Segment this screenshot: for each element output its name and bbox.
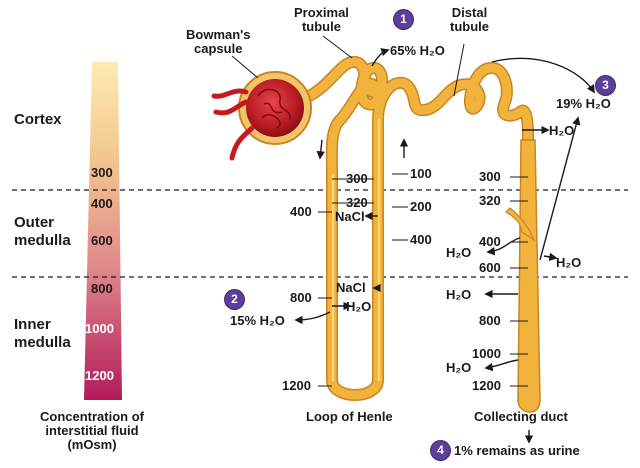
scale-600: 600 bbox=[91, 233, 113, 248]
bowmans-capsule-graphic bbox=[238, 71, 312, 145]
loop-h2o-lower: H₂O bbox=[346, 299, 372, 314]
scale-1200: 1200 bbox=[85, 368, 114, 383]
duct-300: 300 bbox=[479, 169, 501, 184]
loop-asc-400: 400 bbox=[410, 232, 432, 247]
nephron-tubule bbox=[294, 56, 534, 406]
scale-300: 300 bbox=[91, 165, 113, 180]
step1-arrow bbox=[371, 48, 390, 67]
distal-label-pointer bbox=[453, 43, 465, 97]
step2-arrow bbox=[294, 311, 331, 325]
proximal-label-pointer bbox=[322, 35, 353, 59]
loop-inner-300: 300 bbox=[346, 171, 368, 186]
step1-text: 65% H₂O bbox=[390, 43, 445, 58]
label-distal-tubule: Distal tubule bbox=[450, 5, 489, 34]
label-bowmans-capsule: Bowman's capsule bbox=[186, 27, 251, 56]
step3-vertical-arrow bbox=[539, 116, 581, 261]
interstitial-gradient-bar bbox=[84, 62, 122, 400]
duct-h2o-arrow-5 bbox=[543, 252, 558, 262]
duct-h2o-deep: H₂O bbox=[446, 360, 472, 375]
duct-h2o-right: H₂O bbox=[556, 255, 582, 270]
loop-nacl-upper: NaCl bbox=[335, 209, 365, 224]
descending-flow-arrow bbox=[316, 139, 325, 160]
loop-inner-320: 320 bbox=[346, 195, 368, 210]
duct-1000: 1000 bbox=[472, 346, 501, 361]
duct-h2o-arrow-2 bbox=[486, 237, 521, 256]
duct-600: 600 bbox=[479, 260, 501, 275]
zone-label-inner-medulla: Inner medulla bbox=[14, 316, 71, 351]
afferent-efferent-arterioles bbox=[211, 88, 255, 161]
scale-1000: 1000 bbox=[85, 321, 114, 336]
value-ticks bbox=[318, 173, 528, 387]
step-badge-1: 1 bbox=[394, 10, 413, 29]
footer-interstitial: Concentration of interstitial fluid (mOs… bbox=[40, 409, 144, 452]
scale-800: 800 bbox=[91, 281, 113, 296]
scale-400: 400 bbox=[91, 196, 113, 211]
loop-desc-800: 800 bbox=[290, 290, 312, 305]
footer-collecting-duct: Collecting duct bbox=[474, 409, 568, 424]
zone-label-cortex: Cortex bbox=[14, 111, 62, 128]
step3-arc-arrow bbox=[491, 57, 595, 94]
duct-h2o-outer: H₂O bbox=[446, 245, 472, 260]
duct-400: 400 bbox=[479, 234, 501, 249]
step-badge-2: 2 bbox=[225, 290, 244, 309]
duct-h2o-arrow-4 bbox=[484, 359, 519, 372]
step4-text: 1% remains as urine bbox=[454, 443, 580, 458]
bowman-label-pointer bbox=[231, 55, 259, 79]
loop-desc-400: 400 bbox=[290, 204, 312, 219]
loop-nacl-lower: NaCl bbox=[336, 280, 366, 295]
duct-1200: 1200 bbox=[472, 378, 501, 393]
step2-text: 15% H₂O bbox=[230, 313, 285, 328]
loop-desc-1200: 1200 bbox=[282, 378, 311, 393]
duct-h2o-inner: H₂O bbox=[446, 287, 472, 302]
footer-loop-of-henle: Loop of Henle bbox=[306, 409, 393, 424]
duct-800: 800 bbox=[479, 313, 501, 328]
duct-320: 320 bbox=[479, 193, 501, 208]
loop-asc-200: 200 bbox=[410, 199, 432, 214]
loop-asc-100: 100 bbox=[410, 166, 432, 181]
duct-side-branch bbox=[505, 207, 536, 242]
duct-h2o-upper: H₂O bbox=[549, 123, 575, 138]
step3-text: 19% H₂O bbox=[556, 96, 611, 111]
step-badge-3: 3 bbox=[596, 76, 615, 95]
zone-label-outer-medulla: Outer medulla bbox=[14, 214, 71, 249]
step-badge-4: 4 bbox=[431, 441, 450, 460]
label-proximal-tubule: Proximal tubule bbox=[294, 5, 349, 34]
collecting-duct bbox=[517, 139, 541, 413]
